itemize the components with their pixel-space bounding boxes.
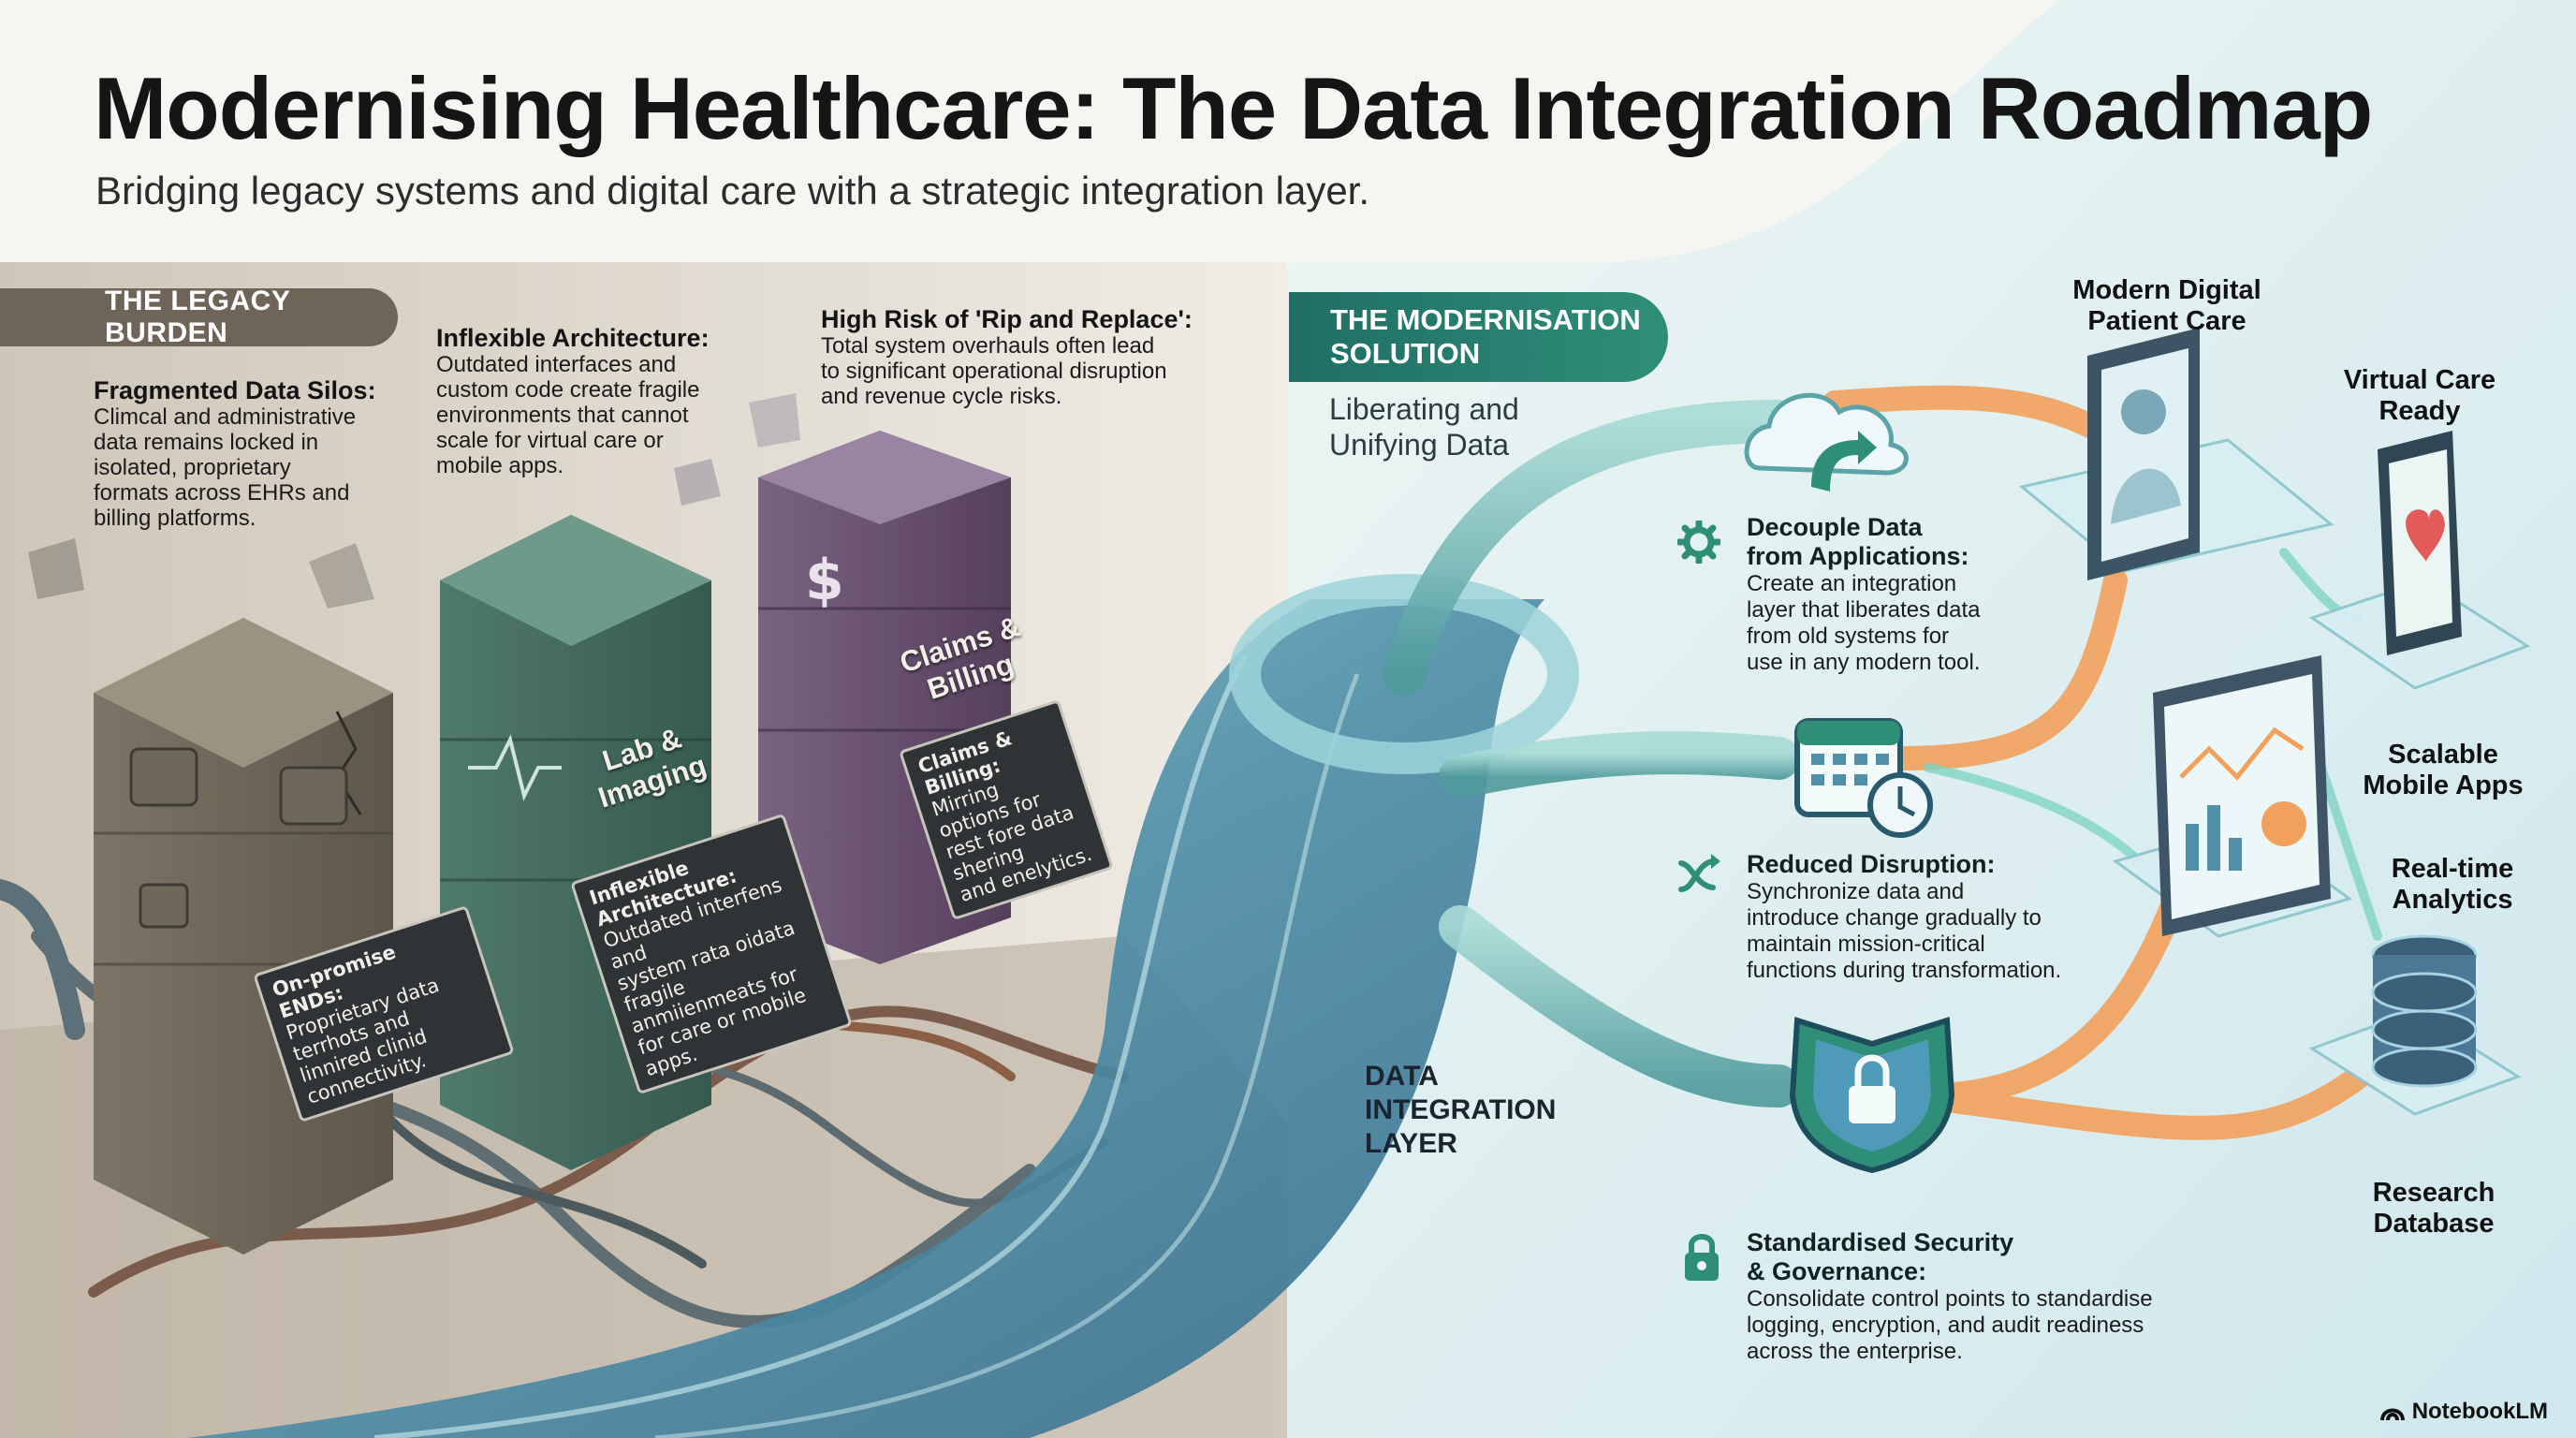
body-line: logging, encryption, and audit readiness <box>1747 1313 2144 1338</box>
body-line: introduce change gradually to <box>1747 905 2042 931</box>
dest-virtual-care-ready: Virtual Care Ready <box>2312 365 2527 427</box>
body-line: isolated, proprietary <box>94 455 291 480</box>
intro-line: Liberating and <box>1329 392 1519 426</box>
shuffle-icon <box>1678 854 1720 892</box>
modernisation-solution-tag: THE MODERNISATION SOLUTION <box>1289 292 1668 382</box>
title-line: Standardised Security <box>1747 1228 2014 1256</box>
label-line: Scalable <box>2388 740 2498 770</box>
padlock-icon <box>1685 1234 1719 1281</box>
page-title: Modernising Healthcare: The Data Integra… <box>94 59 2373 157</box>
page-subtitle: Bridging legacy systems and digital care… <box>95 169 1370 213</box>
body-line: layer that liberates data <box>1747 597 1981 623</box>
callout-rip-and-replace: High Risk of 'Rip and Replace': Total sy… <box>821 305 1233 409</box>
title-line: Decouple Data <box>1747 513 1923 541</box>
label-line: Mobile Apps <box>2363 770 2524 800</box>
label-line: INTEGRATION <box>1365 1094 1557 1125</box>
body-line: from old systems for <box>1747 624 1950 649</box>
body-line: Outdated interfaces and <box>436 352 677 377</box>
body-line: billing platforms. <box>94 506 256 531</box>
title-line: Reduced Disruption: <box>1747 850 1996 878</box>
label-line: Analytics <box>2392 885 2513 915</box>
callout-title: Inflexible Architecture: <box>436 324 710 352</box>
callout-inflexible-architecture: Inflexible Architecture: Outdated interf… <box>436 324 754 478</box>
notebooklm-logo-icon <box>2379 1408 2405 1421</box>
notebooklm-brand: NotebookLM <box>2379 1399 2548 1425</box>
label-line: LAYER <box>1365 1128 1457 1159</box>
label-line: Patient Care <box>2087 306 2247 336</box>
dest-research-database: Research Database <box>2321 1178 2546 1240</box>
step-title: Decouple Data from Applications: <box>1747 513 2027 571</box>
label-line: Real-time <box>2391 854 2514 884</box>
body-line: custom code create fragile <box>436 377 700 403</box>
body-line: Total system overhauls often lead <box>821 333 1155 359</box>
body-line: environments that cannot <box>436 403 689 428</box>
body-line: Consolidate control points to standardis… <box>1747 1286 2153 1312</box>
step-body: Consolidate control points to standardis… <box>1747 1286 2177 1365</box>
tag-line: SOLUTION <box>1330 337 1481 370</box>
callout-title: Fragmented Data Silos: <box>94 376 376 404</box>
step-body: Create an integration layer that liberat… <box>1747 571 2027 676</box>
body-line: Synchronize data and <box>1747 879 1965 904</box>
callout-title: High Risk of 'Rip and Replace': <box>821 305 1193 333</box>
body-line: scale for virtual care or <box>436 428 664 453</box>
body-line: to significant operational disruption <box>821 359 1167 384</box>
callout-fragmented-silos: Fragmented Data Silos: Climcal and admin… <box>94 376 431 531</box>
step-title: Reduced Disruption: <box>1747 850 2121 879</box>
label-line: DATA <box>1365 1061 1439 1092</box>
label-line: Modern Digital <box>2072 275 2261 305</box>
data-integration-layer-label: DATA INTEGRATION LAYER <box>1365 1060 1556 1161</box>
step-reduced-disruption: Reduced Disruption: Synchronize data and… <box>1747 850 2121 984</box>
step-decouple-data: Decouple Data from Applications: Create … <box>1747 513 2027 676</box>
tag-line: THE MODERNISATION <box>1330 303 1641 336</box>
modernisation-intro: Liberating and Unifying Data <box>1329 391 1519 462</box>
gear-icon <box>1677 521 1720 564</box>
callout-body: Total system overhauls often lead to sig… <box>821 333 1233 409</box>
body-line: Climcal and administrative <box>94 404 357 430</box>
step-standardised-security: Standardised Security & Governance: Cons… <box>1747 1228 2177 1365</box>
body-line: functions during transformation. <box>1747 958 2062 983</box>
step-title: Standardised Security & Governance: <box>1747 1228 2177 1286</box>
dest-modern-patient-care: Modern Digital Patient Care <box>2050 275 2284 337</box>
label-line: Virtual Care <box>2343 365 2496 395</box>
label-line: Ready <box>2378 396 2461 426</box>
intro-line: Unifying Data <box>1329 428 1510 462</box>
label-line: Research <box>2372 1178 2496 1208</box>
legacy-burden-tag: THE LEGACY BURDEN <box>0 286 398 348</box>
body-line: across the enterprise. <box>1747 1339 1963 1364</box>
body-line: use in any modern tool. <box>1747 650 1981 675</box>
callout-body: Climcal and administrative data remains … <box>94 404 431 531</box>
dest-scalable-mobile-apps: Scalable Mobile Apps <box>2331 740 2555 801</box>
callout-body: Outdated interfaces and custom code crea… <box>436 352 754 478</box>
body-line: and revenue cycle risks. <box>821 384 1062 409</box>
step-body: Synchronize data and introduce change gr… <box>1747 879 2121 984</box>
title-line: from Applications: <box>1747 542 1969 570</box>
title-line: & Governance: <box>1747 1257 1927 1285</box>
body-line: Create an integration <box>1747 571 1957 596</box>
body-line: mobile apps. <box>436 453 564 478</box>
brand-text: NotebookLM <box>2411 1399 2548 1424</box>
dest-real-time-analytics: Real-time Analytics <box>2340 854 2565 916</box>
label-line: Database <box>2373 1209 2495 1239</box>
svg-text:$: $ <box>805 548 844 613</box>
body-line: maintain mission-critical <box>1747 932 1985 957</box>
body-line: data remains locked in <box>94 430 319 455</box>
body-line: formats across EHRs and <box>94 480 350 506</box>
